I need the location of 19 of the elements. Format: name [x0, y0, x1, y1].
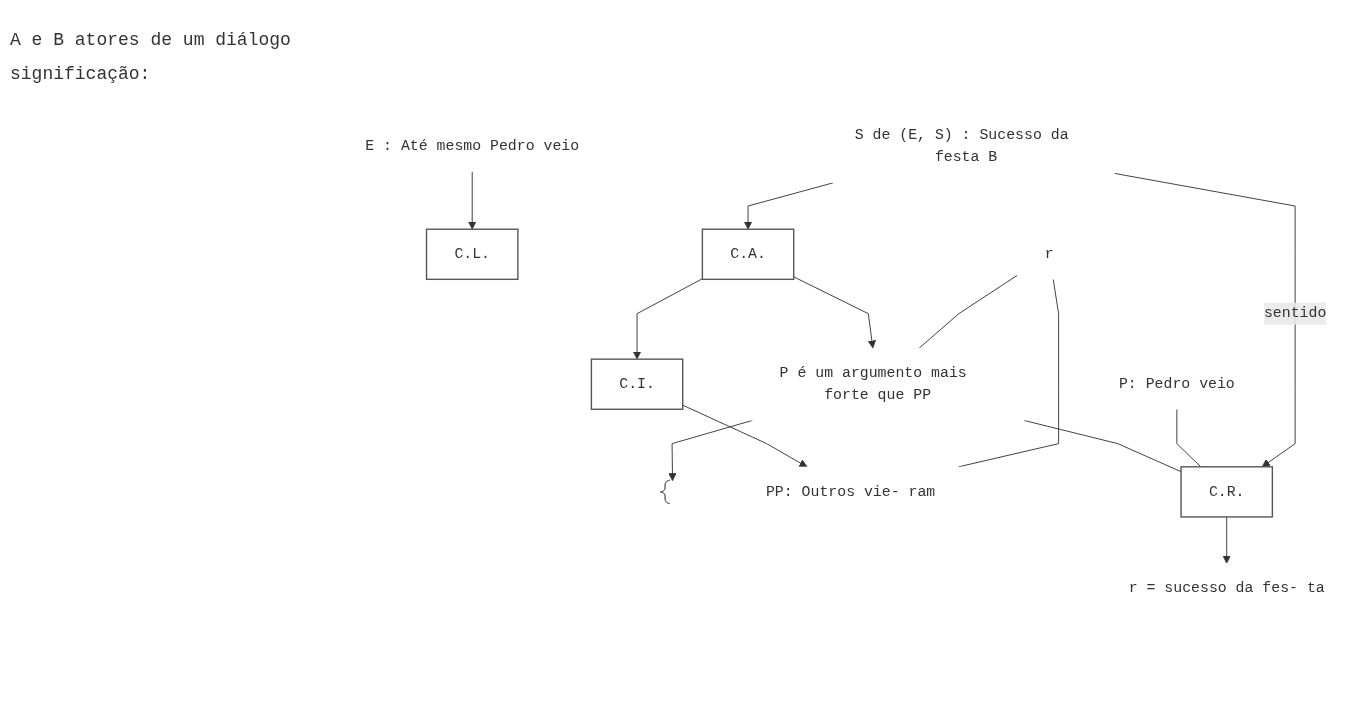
- node-text: r = sucesso da fes- ta: [1128, 580, 1325, 597]
- note-text: significação:: [10, 64, 152, 84]
- connector: [958, 278, 1060, 468]
- note-text: A e B atores de um diálogo: [10, 30, 292, 50]
- node-text: E : Até mesmo Pedro veio: [365, 138, 580, 156]
- node-box: C.A.: [701, 228, 795, 281]
- node-text: S de (E, S) : Sucesso da festa B: [854, 127, 1069, 167]
- edge-label: sentido: [1263, 305, 1327, 323]
- connector: [1023, 420, 1182, 473]
- node-brace: [660, 479, 671, 504]
- connector: [918, 275, 1018, 349]
- node-box: C.R.: [1180, 466, 1274, 518]
- node-text: P: Pedro veio: [1118, 375, 1235, 393]
- node-text: P é um argumento mais forte que PP: [779, 364, 967, 404]
- node-box: C.I.: [590, 358, 684, 411]
- node-text: PP: Outros vie- ram: [765, 483, 936, 501]
- node-box: C.L.: [425, 228, 519, 281]
- connector: [1176, 408, 1202, 468]
- node-text: r: [1044, 245, 1054, 263]
